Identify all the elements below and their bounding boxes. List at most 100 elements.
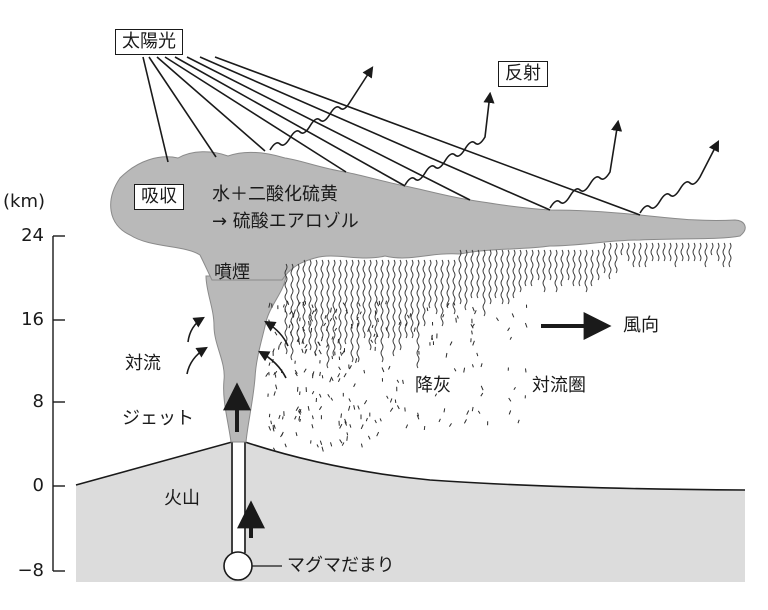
sulfate-streak xyxy=(464,249,468,311)
ash-dash xyxy=(508,397,512,402)
sulfate-streak xyxy=(536,249,540,281)
ash-dash xyxy=(363,369,366,374)
ash-dash xyxy=(337,373,341,378)
sulfate-streak xyxy=(428,259,432,309)
ash-dash xyxy=(316,444,319,448)
sulfate-streak xyxy=(458,249,462,305)
sunlight-label: 太陽光 xyxy=(115,29,183,55)
ash-dash xyxy=(295,406,299,411)
convection-arrow-right xyxy=(258,350,287,379)
ash-dash xyxy=(358,302,361,307)
ash-dash xyxy=(376,301,380,307)
ash-dash xyxy=(327,393,331,398)
ash-dash xyxy=(509,336,512,340)
ash-dash xyxy=(324,315,327,319)
ash-dash xyxy=(480,385,484,391)
ash-dash xyxy=(274,370,278,375)
ash-dash xyxy=(517,419,520,424)
axis-unit-label: (km) xyxy=(3,191,46,212)
sulfate-streak xyxy=(452,259,456,315)
ash-dash xyxy=(319,371,321,377)
sulfate-streak xyxy=(674,242,678,268)
ash-dash xyxy=(304,348,308,354)
sulfate-streak xyxy=(356,259,360,363)
ash-dash xyxy=(309,314,312,318)
ash-dash xyxy=(341,442,345,446)
sulfate-streak xyxy=(614,242,618,274)
ash-dash xyxy=(398,321,401,326)
ash-dash xyxy=(404,322,408,326)
sulfate-streak xyxy=(632,242,636,268)
ash-dash xyxy=(338,366,341,371)
ash-dash xyxy=(342,302,346,307)
altitude-axis xyxy=(52,235,65,572)
axis-tick-label: −8 xyxy=(17,560,44,581)
ash-dash xyxy=(320,336,323,342)
ash-dash xyxy=(301,326,305,332)
ash-dash xyxy=(318,406,323,411)
ash-dash xyxy=(344,421,348,426)
sulfate-streak xyxy=(386,259,390,339)
ash-dash xyxy=(466,410,470,415)
sulfate-streak xyxy=(416,259,420,369)
ash-dash xyxy=(325,326,328,331)
axis-tick-label: 0 xyxy=(32,475,44,496)
volcano-surface-line xyxy=(75,441,746,491)
sulfate-streak xyxy=(692,242,696,262)
sulfate-streak xyxy=(722,242,726,268)
ash-dash xyxy=(288,324,291,329)
ash-dash xyxy=(442,314,445,318)
ash-dash xyxy=(396,405,400,410)
ash-dash xyxy=(386,395,389,399)
chemistry-line-1: 水＋二酸化硫黄 xyxy=(212,184,338,205)
umbrella-cloud xyxy=(110,151,746,281)
ash-dash xyxy=(471,406,474,412)
ash-dash xyxy=(495,317,499,322)
chemistry-line-2: → 硫酸エアロゾル xyxy=(212,211,359,232)
reflection-arrow xyxy=(549,119,623,209)
sulfate-streak xyxy=(644,242,648,268)
ash-dash xyxy=(331,336,334,340)
jet-label: ジェット xyxy=(122,408,194,429)
ash-dash xyxy=(374,419,377,424)
sulfate-streak xyxy=(650,242,654,262)
absorption-label: 吸収 xyxy=(134,184,184,210)
sulfate-streak xyxy=(314,259,318,357)
sulfate-streak xyxy=(512,249,516,299)
ash-dash xyxy=(508,410,512,415)
sulfate-streak xyxy=(344,259,348,345)
ash-dash xyxy=(350,323,353,329)
ashfall-dashes xyxy=(265,300,528,452)
ash-dash xyxy=(367,327,370,332)
ash-dash xyxy=(345,309,349,314)
sulfate-streak xyxy=(506,249,510,305)
ash-dash xyxy=(298,340,301,345)
ash-dash xyxy=(279,341,282,346)
ash-dash xyxy=(406,314,410,319)
ash-dash xyxy=(310,327,313,333)
ash-dash xyxy=(524,322,528,328)
ash-dash xyxy=(513,386,516,391)
convection-arrows xyxy=(186,316,289,379)
ash-dash xyxy=(310,317,314,322)
ash-dash xyxy=(326,344,329,348)
ash-dash xyxy=(278,414,281,420)
ash-dash xyxy=(296,337,300,342)
ash-dash xyxy=(299,418,301,423)
ash-dash xyxy=(319,393,322,398)
ash-dash xyxy=(295,432,298,437)
sulfate-streak xyxy=(440,259,444,327)
ash-dash xyxy=(282,304,285,308)
ash-dash xyxy=(365,417,368,422)
ash-dash xyxy=(349,424,352,428)
sulfate-streak xyxy=(392,259,396,357)
ash-dash xyxy=(455,317,457,323)
ash-dash xyxy=(265,372,269,377)
ash-dash xyxy=(290,320,294,326)
ash-dash xyxy=(294,372,298,377)
ash-dash xyxy=(525,368,527,373)
sulfate-streak xyxy=(326,259,330,369)
ash-dash xyxy=(268,302,271,308)
magma-chamber xyxy=(223,551,253,581)
ash-dash xyxy=(417,322,420,326)
